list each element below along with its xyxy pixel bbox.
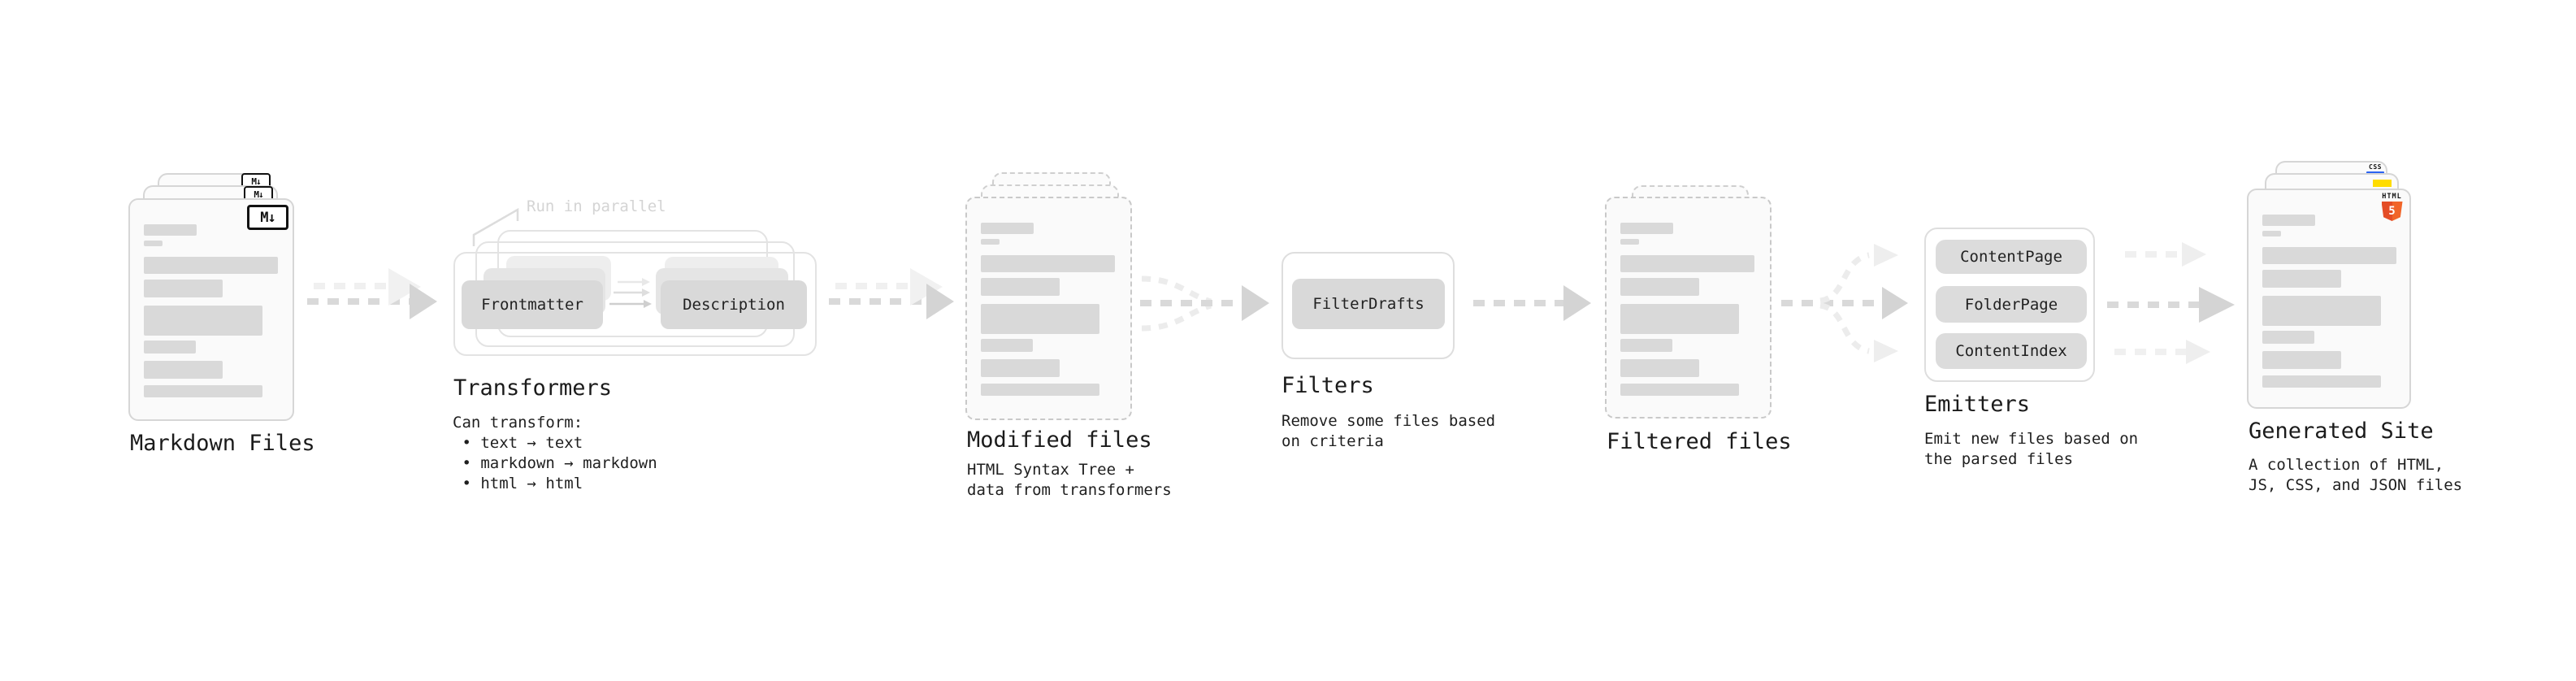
doc-content-bar xyxy=(144,306,262,336)
doc-content-bar xyxy=(981,255,1115,272)
doc-content-bar xyxy=(1620,255,1754,272)
html5-wordmark: HTML xyxy=(2382,193,2402,201)
transformers-subtitle: Can transform: • text → text • markdown … xyxy=(453,414,657,492)
generated-site-title: Generated Site xyxy=(2249,419,2434,444)
contentindex-box: ContentIndex xyxy=(1936,333,2087,369)
emitters-container: ContentPage FolderPage ContentIndex xyxy=(1924,228,2095,382)
doc-content-bar xyxy=(144,361,223,379)
doc-content-bar xyxy=(2262,331,2314,344)
doc-content-bar xyxy=(981,278,1060,296)
doc-content-bar xyxy=(981,223,1034,234)
folderpage-box: FolderPage xyxy=(1936,286,2087,323)
filtered-files-title: Filtered files xyxy=(1607,429,1792,454)
doc-content-bar xyxy=(1620,359,1699,377)
doc-content-bar xyxy=(2262,247,2396,264)
js-icon xyxy=(2373,180,2392,187)
doc-content-bar xyxy=(981,359,1060,377)
doc-content-bar xyxy=(144,241,163,246)
doc-content-bar xyxy=(981,339,1033,352)
modified-file-front xyxy=(965,197,1132,420)
description-box: Description xyxy=(661,280,807,329)
doc-content-bar xyxy=(144,340,196,354)
doc-content-bar xyxy=(2262,296,2381,326)
css-label: CSS xyxy=(2369,163,2382,171)
html-file-front: HTML 5 xyxy=(2247,189,2411,409)
doc-content-bar xyxy=(144,257,278,274)
doc-content-bar xyxy=(1620,223,1673,234)
modified-files-title: Modified files xyxy=(967,427,1152,453)
css-icon: CSS xyxy=(2365,164,2386,174)
doc-content-bar xyxy=(981,239,1000,245)
doc-content-bar xyxy=(2262,215,2315,226)
doc-content-bar xyxy=(2262,375,2381,388)
html5-icon: HTML 5 xyxy=(2381,193,2403,221)
emitters-subtitle: Emit new files based on the parsed files xyxy=(1924,430,2139,468)
doc-content-bar xyxy=(2262,270,2341,288)
frontmatter-box: Frontmatter xyxy=(462,280,603,329)
doc-content-bar xyxy=(1620,304,1739,334)
doc-content-bar xyxy=(1620,239,1639,245)
doc-content-bar xyxy=(144,385,262,397)
markdown-icon: M↓ xyxy=(247,205,288,230)
doc-content-bar xyxy=(1620,384,1739,396)
doc-content-bar xyxy=(2262,231,2281,236)
filterdrafts-box: FilterDrafts xyxy=(1292,279,1445,329)
doc-content-bar xyxy=(1620,339,1672,352)
run-in-parallel-label: Run in parallel xyxy=(527,197,666,215)
html5-number: 5 xyxy=(2388,205,2396,218)
doc-content-bar xyxy=(144,280,223,297)
filters-title: Filters xyxy=(1281,373,1374,398)
doc-content-bar xyxy=(144,224,197,236)
doc-content-bar xyxy=(1620,278,1699,296)
filters-subtitle: Remove some files based on criteria xyxy=(1281,412,1496,450)
filtered-file-front xyxy=(1605,197,1772,419)
doc-content-bar xyxy=(981,304,1099,334)
modified-files-subtitle: HTML Syntax Tree + data from transformer… xyxy=(967,461,1172,499)
generated-site-subtitle: A collection of HTML, JS, CSS, and JSON … xyxy=(2249,456,2463,494)
transformer-container-front xyxy=(453,252,817,356)
doc-content-bar xyxy=(2262,351,2341,369)
transformers-title: Transformers xyxy=(453,375,613,401)
markdown-file-front: M↓ xyxy=(128,198,294,421)
emitters-title: Emitters xyxy=(1924,392,2031,417)
css-underline xyxy=(2366,171,2384,174)
contentpage-box: ContentPage xyxy=(1936,240,2087,274)
markdown-files-title: Markdown Files xyxy=(130,431,315,456)
doc-content-bar xyxy=(981,384,1099,396)
